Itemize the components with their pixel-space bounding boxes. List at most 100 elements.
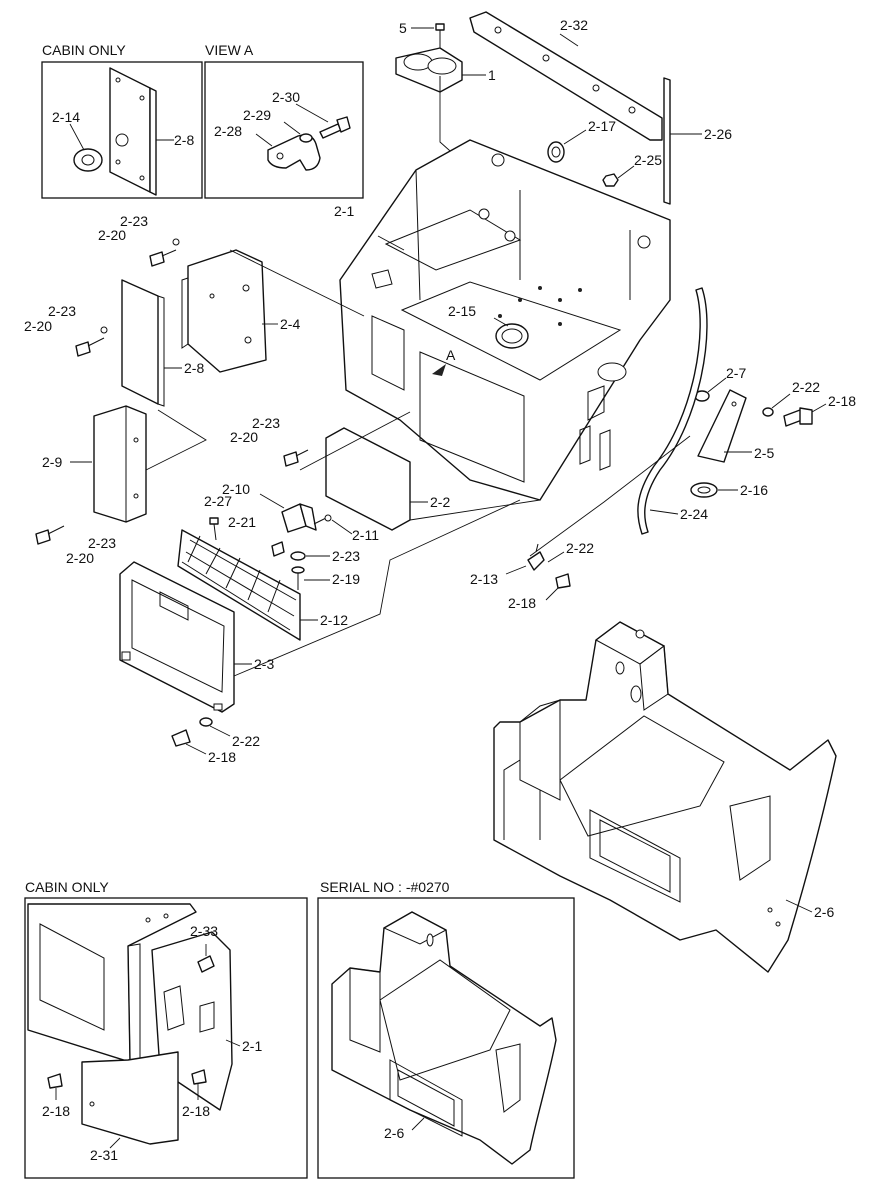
callout-2-6: 2-6 xyxy=(814,904,834,920)
inset-bolt-2-18-d-part xyxy=(47,1073,63,1089)
inset-grommet-part xyxy=(73,148,103,172)
callout-2-23-d: 2-23 xyxy=(332,548,360,564)
inset-bolt-2-33-part xyxy=(197,955,215,973)
ring-2-15-part xyxy=(495,323,529,349)
side-seal-2-24-part xyxy=(637,287,708,535)
callout-1: 1 xyxy=(488,67,496,83)
callout-2-20-d: 2-20 xyxy=(66,550,94,566)
callout-2-18-d: 2-18 xyxy=(42,1103,70,1119)
grommet-2-17-part xyxy=(547,141,565,163)
callout-2-20-a: 2-20 xyxy=(98,227,126,243)
callout-2-5: 2-5 xyxy=(754,445,774,461)
vertical-seal-strip-part xyxy=(663,77,671,205)
callout-2-16: 2-16 xyxy=(740,482,768,498)
callout-2-22-b: 2-22 xyxy=(232,733,260,749)
callout-2-6-inset: 2-6 xyxy=(384,1125,404,1141)
grommet-2-16-part xyxy=(690,482,718,498)
view-a-clip-part xyxy=(267,134,321,171)
callout-2-8: 2-8 xyxy=(184,360,204,376)
inset-cabin-only-bottom: CABIN ONLY 2-33 2-1 2-18 xyxy=(24,879,308,1179)
inset-title-cabin-only-bottom: CABIN ONLY xyxy=(25,879,109,895)
inset-view-a: VIEW A 2-30 2-29 2-28 xyxy=(204,42,364,199)
screw-2-27-part xyxy=(209,517,219,541)
callout-2-31: 2-31 xyxy=(90,1147,118,1163)
callout-2-14: 2-14 xyxy=(52,109,80,125)
callout-5: 5 xyxy=(399,20,407,36)
callout-2-25: 2-25 xyxy=(634,152,662,168)
callout-2-4: 2-4 xyxy=(280,316,300,332)
inset-cover-2-31-part xyxy=(81,1051,179,1145)
callout-2-23-e: 2-23 xyxy=(88,535,116,551)
callout-2-24: 2-24 xyxy=(680,506,708,522)
callout-2-18-c: 2-18 xyxy=(508,595,536,611)
inset-title-serial-no: SERIAL NO : -#0270 xyxy=(320,879,450,895)
bolt-2-20-d-part xyxy=(283,449,309,467)
bolt-2-20-b-part xyxy=(75,337,105,357)
callout-2-1: 2-1 xyxy=(334,203,354,219)
bolt-2-21-part xyxy=(271,541,285,557)
callout-2-22-a: 2-22 xyxy=(792,379,820,395)
callout-2-2: 2-2 xyxy=(430,494,450,510)
callout-2-1-inset: 2-1 xyxy=(242,1038,262,1054)
callout-2-20-c: 2-20 xyxy=(230,429,258,445)
callout-2-23-b: 2-23 xyxy=(48,303,76,319)
callout-2-17: 2-17 xyxy=(588,118,616,134)
view-a-washer-part xyxy=(299,133,313,143)
callout-2-12: 2-12 xyxy=(320,612,348,628)
main-seat-frame-part xyxy=(339,139,671,501)
cover-plate-2-2-part xyxy=(325,427,411,531)
callout-2-18-e: 2-18 xyxy=(182,1103,210,1119)
inset-floor-mat-part xyxy=(331,911,557,1165)
clip-2-13-part xyxy=(527,543,545,571)
bolt-2-20-a-part xyxy=(149,249,177,267)
inset-bolt-2-18-e-part xyxy=(191,1069,207,1085)
cup-holder-part xyxy=(395,47,463,93)
door-panel-2-3-part xyxy=(119,561,235,713)
panel-2-8-part xyxy=(121,279,165,407)
washer-2-22-part xyxy=(762,407,774,417)
bracket-2-5-part xyxy=(697,389,747,463)
callout-2-9: 2-9 xyxy=(42,454,62,470)
bolt-2-19-part xyxy=(291,566,305,590)
callout-2-10: 2-10 xyxy=(222,481,250,497)
top-rail-bar-part xyxy=(469,11,663,141)
callout-2-29: 2-29 xyxy=(243,107,271,123)
callout-2-18-a: 2-18 xyxy=(828,393,856,409)
nut-2-25-part xyxy=(602,173,619,187)
callout-2-22-c: 2-22 xyxy=(566,540,594,556)
callout-2-7: 2-7 xyxy=(726,365,746,381)
latch-2-10-part xyxy=(281,503,317,533)
callout-2-11: 2-11 xyxy=(352,527,379,543)
bolt-2-18-c-part xyxy=(555,573,571,589)
inset-serial-no: SERIAL NO : -#0270 2-6 xyxy=(317,879,575,1179)
screw-5-part xyxy=(435,23,445,48)
callout-2-28: 2-28 xyxy=(214,123,242,139)
callout-2-20-b: 2-20 xyxy=(24,318,52,334)
callout-2-27: 2-27 xyxy=(204,493,232,509)
callout-2-13: 2-13 xyxy=(470,571,498,587)
callout-2-21: 2-21 xyxy=(228,514,256,530)
callout-2-18-b: 2-18 xyxy=(208,749,236,765)
inset-title-cabin-only-top: CABIN ONLY xyxy=(42,42,126,58)
inset-cabin-only-top: CABIN ONLY 2-14 2-8 xyxy=(41,42,203,199)
bolt-2-18-b-part xyxy=(171,729,191,747)
washer-2-23-d-part xyxy=(290,551,306,561)
callout-2-8-inset: 2-8 xyxy=(174,132,194,148)
panel-2-4-part xyxy=(181,249,267,373)
callout-2-30: 2-30 xyxy=(272,89,300,105)
bolt-2-18-a-part xyxy=(783,407,813,427)
callout-2-26: 2-26 xyxy=(704,126,732,142)
bolt-2-20-c-part xyxy=(35,525,65,545)
callout-2-32: 2-32 xyxy=(560,17,588,33)
inset-title-view-a: VIEW A xyxy=(205,42,254,58)
washer-2-22-b-part xyxy=(199,717,213,727)
screw-2-11-part xyxy=(313,514,332,525)
view-a-bolt-part xyxy=(319,116,351,139)
inset-side-plate-part xyxy=(109,67,157,196)
callout-2-3: 2-3 xyxy=(254,656,274,672)
floor-mat-2-6-part xyxy=(493,621,837,973)
callout-2-23-c: 2-23 xyxy=(252,415,280,431)
net-2-12-part xyxy=(177,529,301,641)
callout-2-19: 2-19 xyxy=(332,571,360,587)
